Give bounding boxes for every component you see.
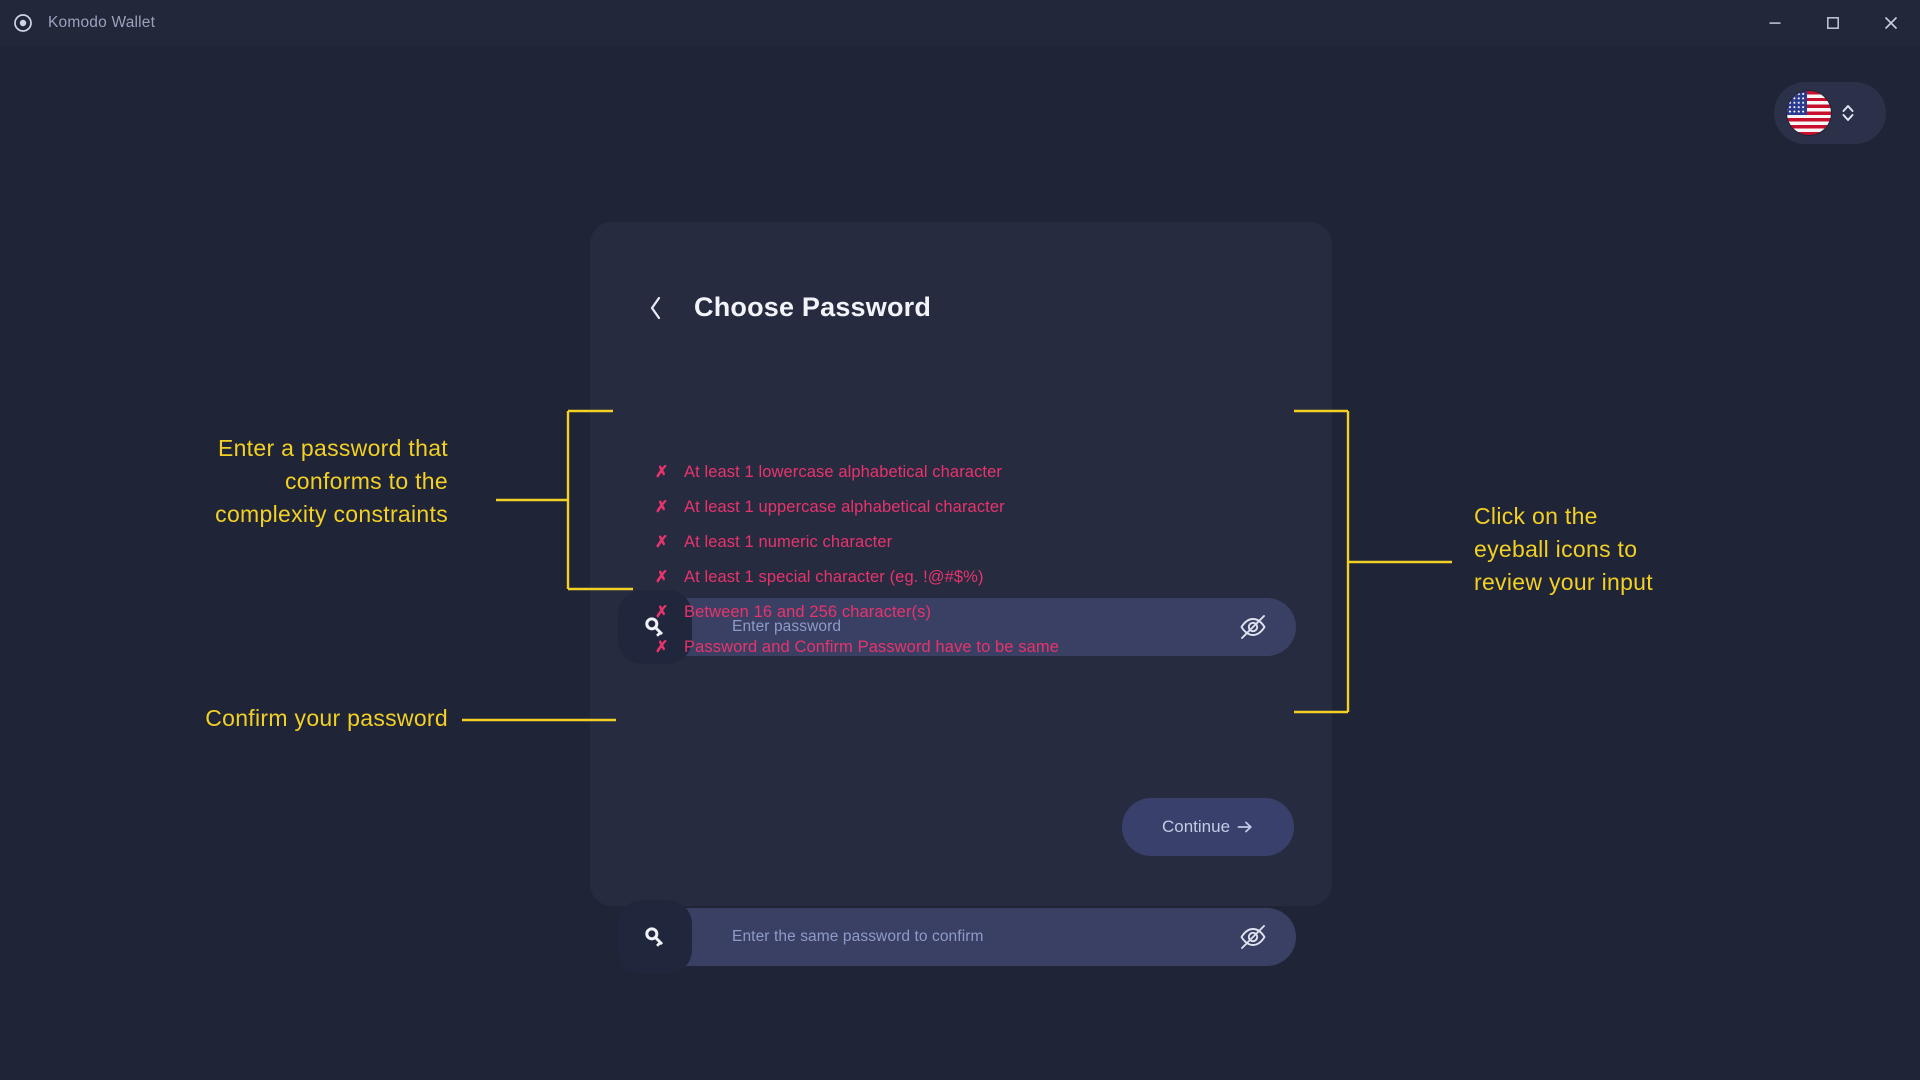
password-placeholder: Enter password xyxy=(732,618,842,635)
title-bar: Komodo Wallet xyxy=(0,0,1920,46)
continue-label: Continue xyxy=(1161,817,1231,836)
confirm-password-placeholder: Enter the same password to confirm xyxy=(732,928,984,945)
list-item: ✗ At least 1 special character (eg. !@#$… xyxy=(655,567,1255,602)
list-item: ✗ Between 16 and 256 character(s) xyxy=(655,602,1255,637)
us-flag-icon xyxy=(1787,91,1831,135)
key-icon xyxy=(618,590,692,664)
list-item: ✗ Password and Confirm Password have to … xyxy=(655,637,1255,672)
annotation-confirm-password: Confirm your password xyxy=(205,705,448,731)
password-rules-list: ✗ At least 1 lowercase alphabetical char… xyxy=(655,462,1255,672)
rule-text: At least 1 uppercase alphabetical charac… xyxy=(684,498,1005,516)
maximize-icon[interactable] xyxy=(1804,0,1862,46)
minimize-icon[interactable] xyxy=(1746,0,1804,46)
page-title: Choose Password xyxy=(694,292,932,322)
eye-off-icon[interactable] xyxy=(1238,922,1268,952)
rule-text: At least 1 lowercase alphabetical charac… xyxy=(684,463,1002,481)
annotation-password-complexity: Enter a password that conforms to the co… xyxy=(215,435,448,527)
rule-fail-icon: ✗ xyxy=(655,639,669,656)
list-item: ✗ At least 1 lowercase alphabetical char… xyxy=(655,462,1255,497)
rule-fail-icon: ✗ xyxy=(655,569,669,586)
list-item: ✗ At least 1 uppercase alphabetical char… xyxy=(655,497,1255,532)
app-title: Komodo Wallet xyxy=(48,14,156,31)
komodo-circle-logo-icon xyxy=(12,12,34,34)
password-field[interactable]: Enter password xyxy=(618,590,1296,664)
continue-button[interactable]: Continue xyxy=(1122,798,1294,856)
rule-fail-icon: ✗ xyxy=(655,464,669,481)
rule-fail-icon: ✗ xyxy=(655,534,669,551)
key-icon xyxy=(618,900,692,974)
rule-text: Between 16 and 256 character(s) xyxy=(684,603,932,621)
rule-text: Password and Confirm Password have to be… xyxy=(684,638,1060,656)
annotation-eyeball-icons: Click on the eyeball icons to review you… xyxy=(1474,503,1653,595)
choose-password-card: Choose Password Enter password xyxy=(590,222,1332,974)
rule-text: At least 1 special character (eg. !@#$%) xyxy=(684,568,984,586)
chevron-up-down-icon xyxy=(1839,101,1857,125)
language-selector[interactable] xyxy=(1774,82,1886,144)
chevron-left-icon[interactable] xyxy=(648,295,664,321)
list-item: ✗ At least 1 numeric character xyxy=(655,532,1255,567)
eye-off-icon[interactable] xyxy=(1238,612,1268,642)
rule-fail-icon: ✗ xyxy=(655,499,669,516)
card-header: Choose Password xyxy=(648,292,931,323)
rule-fail-icon: ✗ xyxy=(655,604,669,621)
confirm-password-field[interactable]: Enter the same password to confirm xyxy=(618,900,1296,974)
window-controls xyxy=(1746,0,1920,46)
rule-text: At least 1 numeric character xyxy=(684,533,893,551)
close-icon[interactable] xyxy=(1862,0,1920,46)
arrow-right-icon xyxy=(1236,818,1254,836)
